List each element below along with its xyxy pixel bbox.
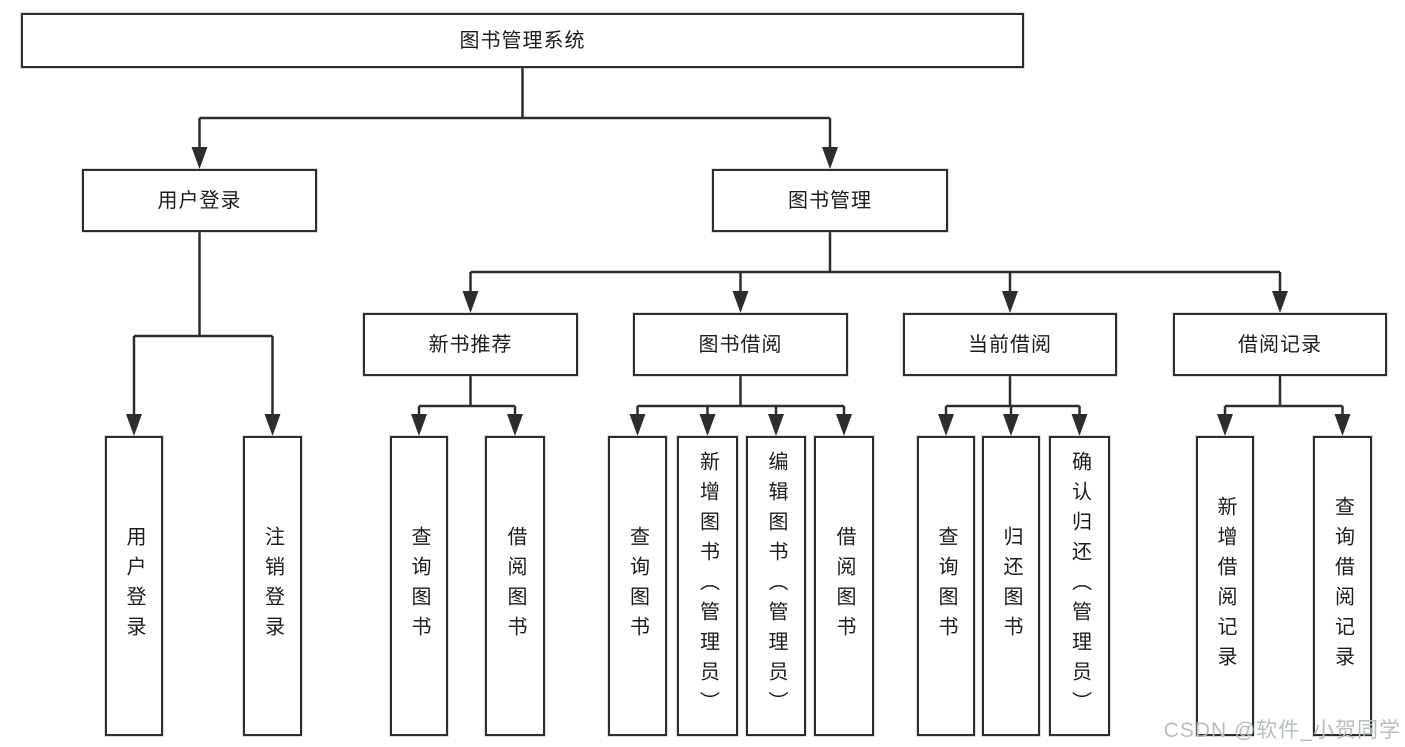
node-book-borrowing: 图书借阅 bbox=[633, 313, 848, 376]
leaf-logout: 注销登录 bbox=[243, 436, 302, 736]
node-label: 查询图书 bbox=[626, 526, 649, 646]
node-library-system: 图书管理系统 bbox=[21, 13, 1024, 68]
node-current-borrowing: 当前借阅 bbox=[903, 313, 1117, 376]
node-label: 用户登录 bbox=[123, 526, 145, 646]
leaf-query-borrow-record: 查询借阅记录 bbox=[1313, 436, 1372, 736]
node-label: 借阅图书 bbox=[833, 526, 855, 646]
node-label: 新增借阅记录 bbox=[1214, 496, 1236, 676]
node-new-book-recommend: 新书推荐 bbox=[363, 313, 578, 376]
node-label: 用户登录 bbox=[157, 189, 242, 212]
node-label: 新书推荐 bbox=[428, 333, 513, 356]
node-label: 归还图书 bbox=[1000, 526, 1022, 646]
leaf-borrow-books-recommend: 借阅图书 bbox=[485, 436, 545, 736]
node-book-management: 图书管理 bbox=[712, 169, 948, 232]
leaf-query-books-recommend: 查询图书 bbox=[390, 436, 448, 736]
node-borrow-records: 借阅记录 bbox=[1173, 313, 1387, 376]
leaf-user-login: 用户登录 bbox=[105, 436, 163, 736]
node-label: 借阅图书 bbox=[504, 526, 526, 646]
leaf-query-books-current: 查询图书 bbox=[917, 436, 975, 736]
node-user-login: 用户登录 bbox=[82, 169, 317, 232]
node-label: 编辑图书（管理员） bbox=[765, 451, 787, 721]
node-label: 借阅记录 bbox=[1238, 333, 1322, 356]
node-label: 查询图书 bbox=[408, 526, 430, 646]
leaf-return-books: 归还图书 bbox=[982, 436, 1040, 736]
node-label: 新增图书（管理员） bbox=[696, 451, 719, 721]
leaf-edit-books-admin: 编辑图书（管理员） bbox=[746, 436, 806, 736]
node-label: 当前借阅 bbox=[968, 333, 1052, 356]
node-label: 确认归还（管理员） bbox=[1068, 451, 1091, 721]
leaf-confirm-return-admin: 确认归还（管理员） bbox=[1049, 436, 1110, 736]
leaf-query-books-borrowing: 查询图书 bbox=[608, 436, 667, 736]
node-label: 图书借阅 bbox=[698, 333, 783, 356]
leaf-borrow-books: 借阅图书 bbox=[814, 436, 874, 736]
node-label: 图书管理 bbox=[788, 189, 872, 212]
node-label: 注销登录 bbox=[261, 526, 284, 646]
leaf-add-books-admin: 新增图书（管理员） bbox=[677, 436, 738, 736]
csdn-watermark: CSDN @软件_小贺同学 bbox=[1163, 719, 1401, 742]
leaf-add-borrow-record: 新增借阅记录 bbox=[1196, 436, 1254, 736]
node-label: 查询借阅记录 bbox=[1331, 496, 1354, 676]
node-label: 图书管理系统 bbox=[459, 29, 586, 52]
node-label: 查询图书 bbox=[935, 526, 957, 646]
